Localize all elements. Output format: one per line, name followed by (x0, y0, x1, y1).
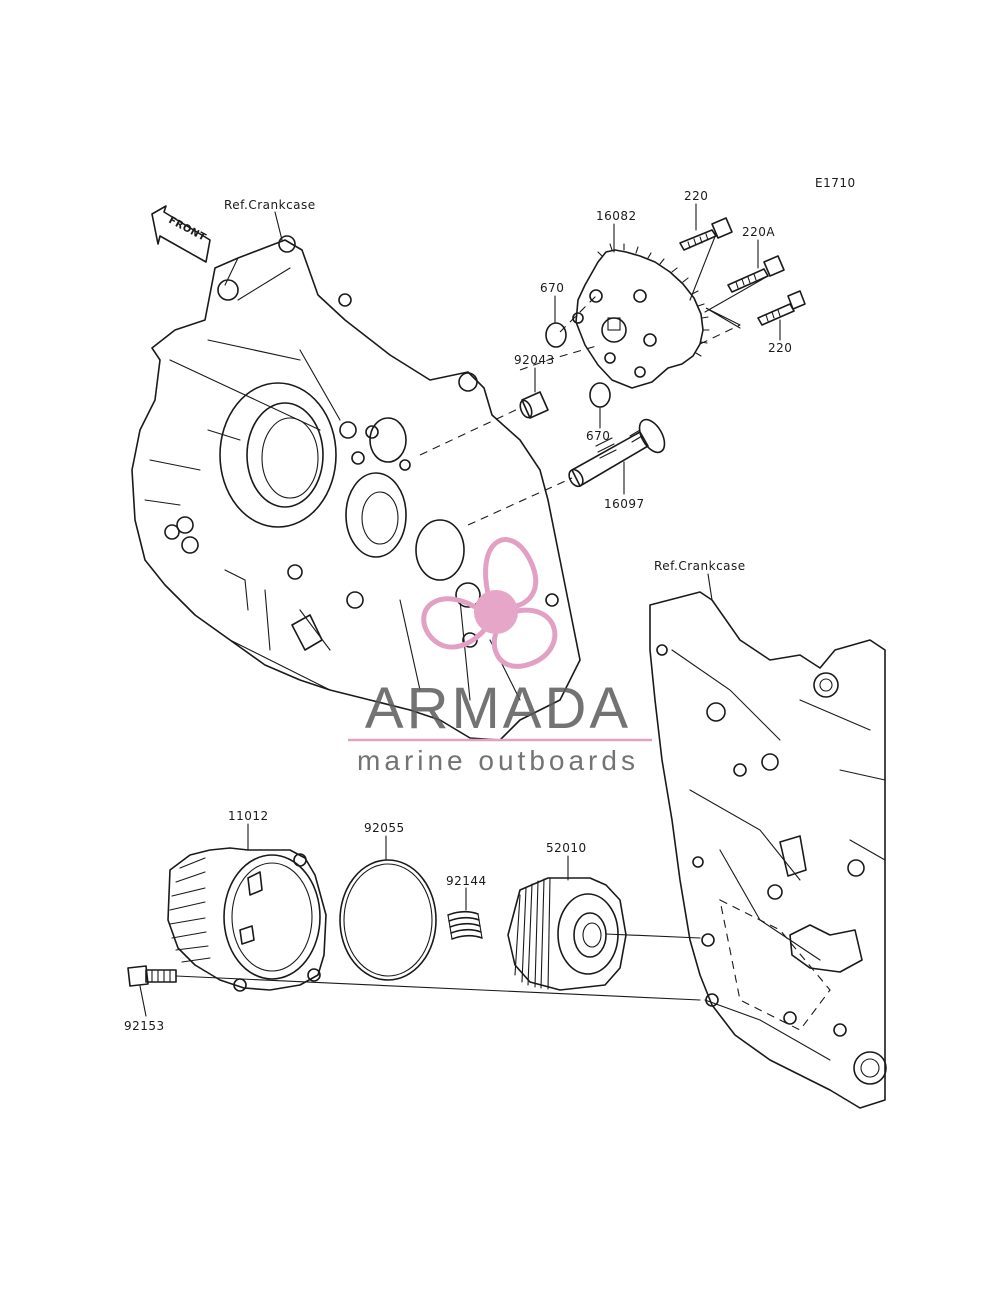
filter-assembly-line (605, 933, 701, 939)
bolt-assembly-lines (689, 233, 769, 329)
bolt-92153-assembly-line (175, 975, 701, 1001)
part-number-16097: 16097 (604, 497, 645, 511)
watermark-logo-icon (421, 537, 558, 669)
o-ring-670-bottom (589, 382, 611, 408)
part-number-92055: 92055 (364, 821, 405, 835)
o-ring-670-top (545, 322, 567, 348)
bolt-220-bottom (757, 290, 806, 326)
leader-ref-crankcase-right (707, 573, 713, 601)
part-number-11012: 11012 (228, 809, 269, 823)
o-ring-92055-inner (343, 863, 433, 977)
part-number-52010: 52010 (546, 841, 587, 855)
right-crankcase-outline (649, 591, 887, 1109)
part-number-670-top: 670 (540, 281, 564, 295)
bolt-92153 (127, 965, 177, 987)
ref-crankcase-right: Ref.Crankcase (654, 559, 746, 573)
diagram-code: E1710 (815, 176, 856, 190)
left-crankcase-outline (131, 235, 581, 741)
part-number-16082: 16082 (596, 209, 637, 223)
spring-92144 (447, 910, 483, 940)
watermark-brand: ARMADA (365, 676, 631, 741)
oil-pump-gear (572, 243, 710, 389)
gear-assembly-lines (559, 295, 741, 345)
oil-strainer-16097 (568, 418, 666, 488)
part-number-92144: 92144 (446, 874, 487, 888)
front-arrow-icon: FRONT (151, 205, 211, 263)
leader-92153 (139, 985, 147, 1017)
oil-filter-cover-11012 (167, 847, 327, 992)
front-arrow-label: FRONT (167, 215, 208, 244)
part-number-220-top: 220 (684, 189, 708, 203)
ref-crankcase-left: Ref.Crankcase (224, 198, 316, 212)
dowel-pin-92043 (519, 391, 549, 419)
o-ring-92055 (339, 859, 437, 981)
leader-ref-crankcase-left (274, 211, 283, 241)
part-number-92043: 92043 (514, 353, 555, 367)
bolt-220A (727, 255, 785, 293)
part-number-670-bottom: 670 (586, 429, 610, 443)
crankcase-assembly-lines (419, 344, 601, 526)
part-number-92153: 92153 (124, 1019, 165, 1033)
bolt-220-top (679, 217, 733, 251)
watermark-tagline: marine outboards (357, 745, 639, 776)
part-number-220-bottom: 220 (768, 341, 792, 355)
part-number-220A: 220A (742, 225, 775, 239)
